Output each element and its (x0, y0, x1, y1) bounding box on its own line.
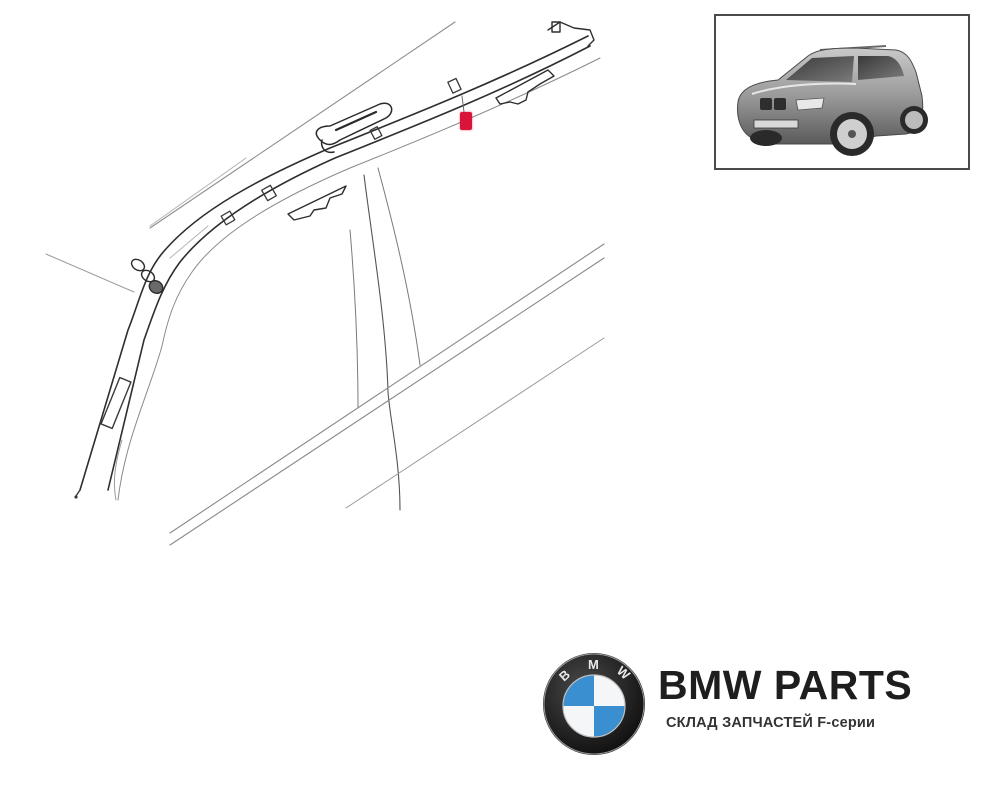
airbag-pillar-module (100, 376, 132, 430)
marker-leader-line (461, 95, 465, 113)
roof-edge-line (45, 253, 135, 293)
part-number-label: 1 (463, 116, 469, 126)
front-door-edge (113, 439, 123, 501)
roof-bracket-left (287, 185, 347, 221)
b-pillar-left-line (349, 229, 359, 409)
rail-clips (220, 77, 462, 226)
a-pillar-clip (130, 258, 164, 295)
roof-bracket-right (495, 69, 555, 105)
brand-block: B M W BMW PARTS СКЛАД ЗАПЧАСТЕЙ F-серии (542, 652, 942, 758)
part-number-marker[interactable]: 1 (460, 112, 472, 130)
b-pillar-right-line (377, 167, 421, 366)
door-crease-line (345, 337, 605, 509)
suv-car-image (737, 45, 928, 156)
inflator-module (315, 102, 393, 154)
beltline-upper (169, 243, 605, 534)
roof-outline-line (149, 21, 456, 229)
vehicle-thumbnail[interactable] (714, 14, 970, 170)
rail-end-clip (547, 21, 595, 47)
brand-subtitle: СКЛАД ЗАПЧАСТЕЙ F-серии (666, 715, 876, 731)
b-pillar-center-line (363, 174, 401, 511)
logo-letter-m: M (588, 657, 599, 672)
headliner-trim-line (117, 57, 601, 501)
roof-rail-outer (79, 35, 589, 491)
beltline-lower (169, 257, 605, 546)
roof-rail-inner (107, 45, 591, 491)
bmw-logo-icon: B M W (543, 653, 645, 755)
brand-title: BMW PARTS (658, 662, 913, 708)
